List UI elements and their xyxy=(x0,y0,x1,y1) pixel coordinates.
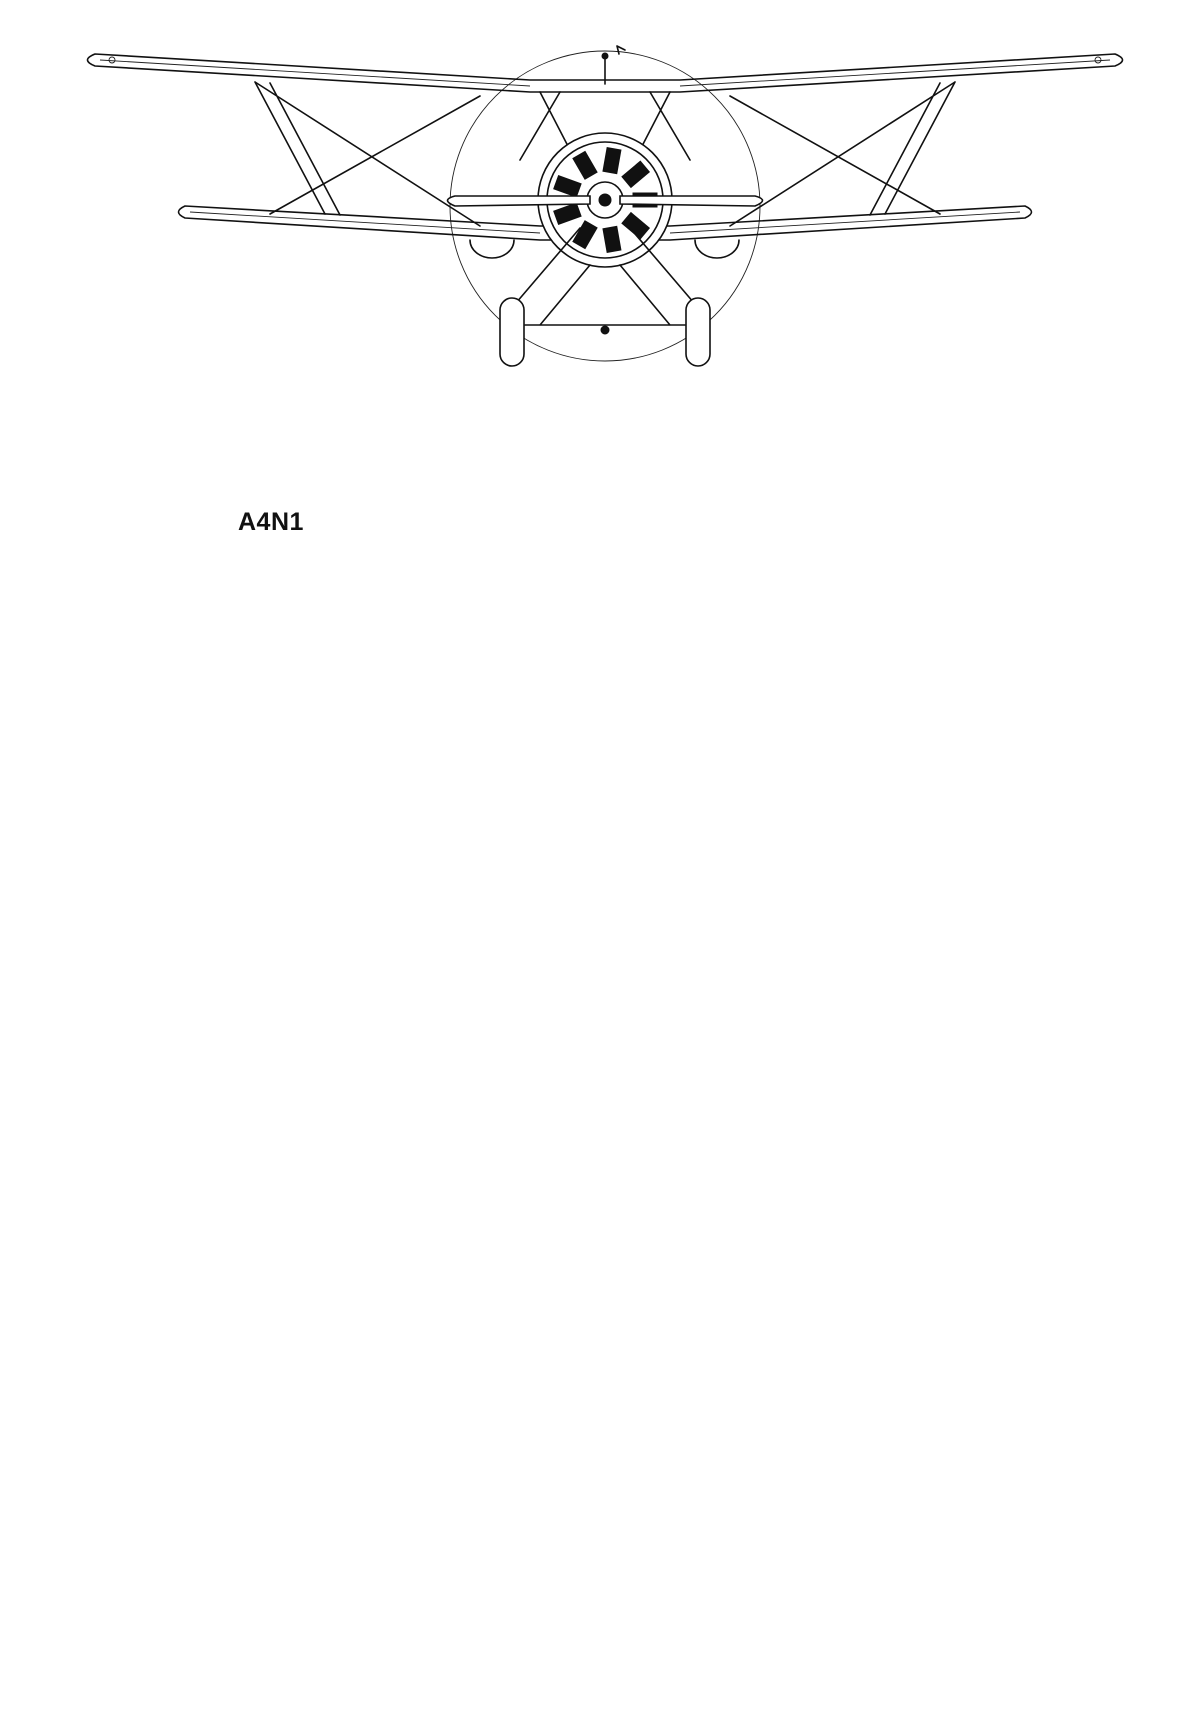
interplane-struts-left xyxy=(254,81,481,227)
aircraft-designation-label: A4N1 xyxy=(238,508,304,536)
engine-cylinder xyxy=(572,220,598,250)
wheel-right xyxy=(685,297,711,367)
interplane-struts-right xyxy=(729,81,956,227)
engine-cylinder xyxy=(602,225,622,254)
engine-cylinder xyxy=(602,146,622,175)
engine-cylinder xyxy=(621,211,651,240)
engine-cylinder xyxy=(572,150,598,180)
lower-wing-front xyxy=(177,205,1033,241)
underwing-pod-right xyxy=(694,239,740,259)
rotation-arrow-icon xyxy=(616,45,626,55)
propeller-front xyxy=(446,195,764,207)
engine-cylinder xyxy=(553,202,582,226)
underwing-pod-left xyxy=(469,239,515,259)
upper-wing-front xyxy=(86,53,1124,93)
engine-cylinder xyxy=(621,160,651,189)
landing-gear-front xyxy=(509,227,701,326)
front-view xyxy=(86,45,1124,367)
wheel-left xyxy=(499,297,525,367)
engine-cylinder xyxy=(553,174,582,198)
